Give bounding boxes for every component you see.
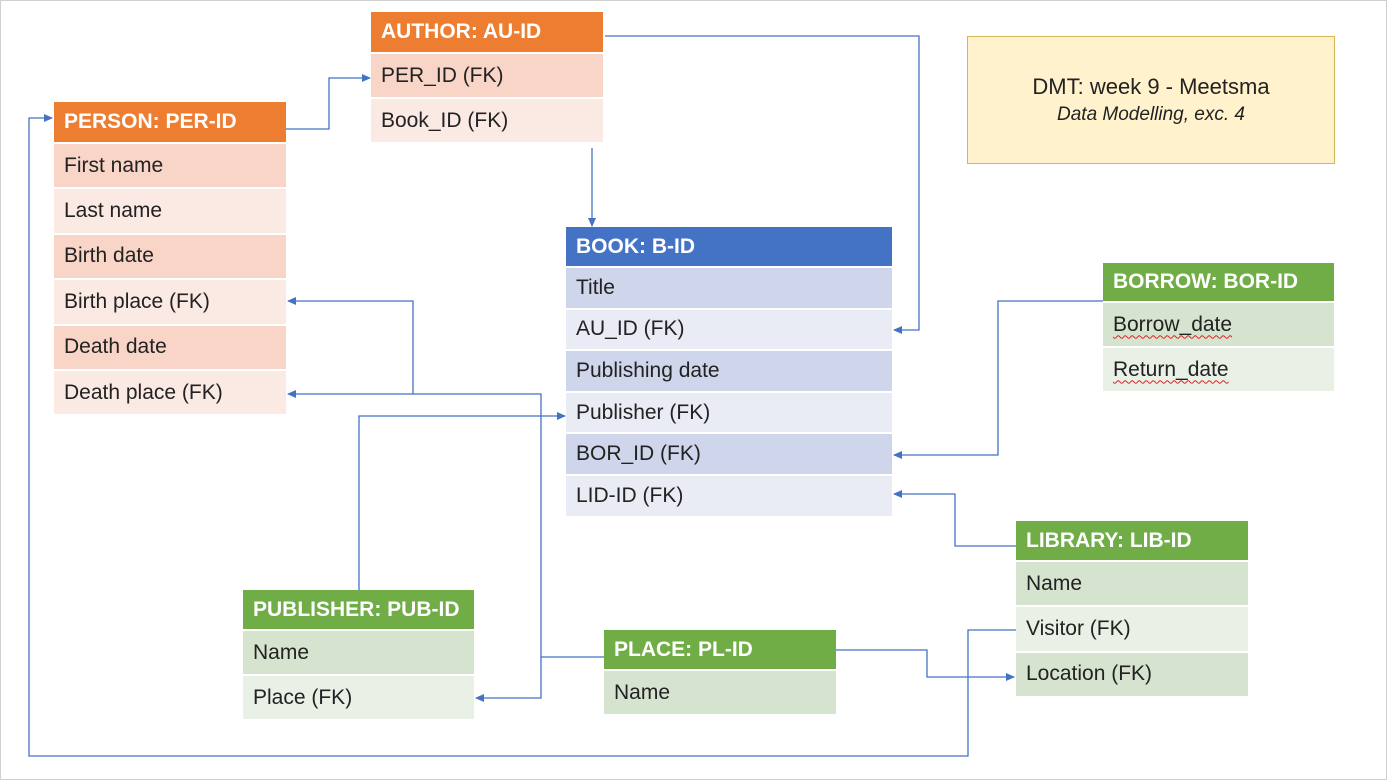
- person-field-death-date: Death date: [54, 325, 286, 371]
- book-field-publishing-date: Publishing date: [566, 351, 892, 393]
- title-note: DMT: week 9 - Meetsma Data Modelling, ex…: [967, 36, 1335, 164]
- connector-library-visitor-to-person: [28, 114, 1016, 757]
- connector-publisher-to-book: [358, 412, 566, 590]
- connector-place-to-birthplace: [287, 297, 604, 658]
- place-header: PLACE: PL-ID: [604, 630, 836, 671]
- author-field-per-id: PER_ID (FK): [371, 54, 603, 99]
- person-field-birth-date: Birth date: [54, 234, 286, 281]
- place-entity: PLACE: PL-ID Name: [604, 630, 836, 716]
- library-field-name: Name: [1016, 562, 1248, 608]
- return-date-text: Return_date: [1113, 357, 1229, 381]
- publisher-header: PUBLISHER: PUB-ID: [243, 590, 474, 631]
- person-header: PERSON: PER-ID: [54, 102, 286, 144]
- note-title: DMT: week 9 - Meetsma: [1032, 74, 1270, 99]
- book-entity: BOOK: B-ID Title AU_ID (FK) Publishing d…: [566, 227, 892, 518]
- connector-place-to-library-location: [836, 649, 1015, 681]
- place-field-name: Name: [604, 671, 836, 716]
- borrow-field-return-date: Return_date: [1103, 348, 1334, 393]
- borrow-date-text: Borrow_date: [1113, 312, 1233, 336]
- author-entity: AUTHOR: AU-ID PER_ID (FK) Book_ID (FK): [371, 12, 603, 144]
- connector-person-to-author: [286, 74, 371, 130]
- library-field-location: Location (FK): [1016, 652, 1248, 698]
- publisher-field-name: Name: [243, 631, 474, 676]
- author-field-book-id: Book_ID (FK): [371, 99, 603, 144]
- note-subtitle: Data Modelling, exc. 4: [1057, 104, 1245, 125]
- library-field-visitor: Visitor (FK): [1016, 607, 1248, 653]
- library-header: LIBRARY: LIB-ID: [1016, 521, 1248, 562]
- connector-borrow-to-book: [893, 300, 1103, 459]
- person-field-first-name: First name: [54, 144, 286, 190]
- book-field-lid-id: LID-ID (FK): [566, 475, 892, 518]
- book-field-publisher: Publisher (FK): [566, 392, 892, 435]
- borrow-entity: BORROW: BOR-ID Borrow_date Return_date: [1103, 263, 1334, 393]
- person-field-last-name: Last name: [54, 189, 286, 235]
- publisher-entity: PUBLISHER: PUB-ID Name Place (FK): [243, 590, 474, 721]
- connector-place-to-publisher-place: [475, 657, 542, 702]
- publisher-field-place: Place (FK): [243, 676, 474, 721]
- author-header: AUTHOR: AU-ID: [371, 12, 603, 54]
- person-field-birth-place: Birth place (FK): [54, 280, 286, 326]
- connector-author-to-book-au: [605, 35, 920, 334]
- book-field-au-id: AU_ID (FK): [566, 309, 892, 352]
- book-field-bor-id: BOR_ID (FK): [566, 434, 892, 476]
- borrow-header: BORROW: BOR-ID: [1103, 263, 1334, 303]
- book-field-title: Title: [566, 268, 892, 310]
- connector-library-to-book: [893, 490, 1016, 547]
- borrow-field-borrow-date: Borrow_date: [1103, 303, 1334, 348]
- person-field-death-place: Death place (FK): [54, 370, 286, 417]
- person-entity: PERSON: PER-ID First name Last name Birt…: [54, 102, 286, 417]
- book-header: BOOK: B-ID: [566, 227, 892, 268]
- library-entity: LIBRARY: LIB-ID Name Visitor (FK) Locati…: [1016, 521, 1248, 698]
